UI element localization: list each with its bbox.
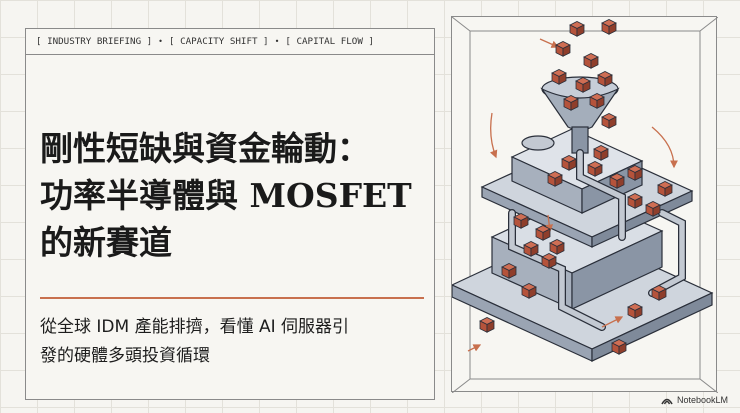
cube [535, 225, 551, 241]
illustration-panel [451, 16, 718, 393]
cube [563, 95, 579, 111]
cube [587, 161, 603, 177]
watermark-text: NotebookLM [676, 395, 728, 405]
tag-row: [ INDUSTRY BRIEFING ] • [ CAPACITY SHIFT… [26, 29, 434, 55]
cube [561, 155, 577, 171]
cube [555, 41, 571, 57]
subtitle-line-1: 從全球 IDM 產能排擠，看懂 AI 伺服器引 [40, 317, 350, 337]
cube [601, 19, 617, 35]
cube [513, 213, 529, 229]
cube-group [479, 19, 673, 355]
cube [479, 317, 495, 333]
notebooklm-watermark: NotebookLM [661, 393, 728, 407]
text-panel: [ INDUSTRY BRIEFING ] • [ CAPACITY SHIFT… [25, 28, 435, 400]
page-title: 剛性短缺與資金輪動： 功率半導體與 MOSFET 的新賽道 [40, 125, 430, 266]
cube [589, 93, 605, 109]
tag-separator: • [274, 37, 280, 46]
notebooklm-logo-icon [661, 398, 673, 405]
cube [611, 339, 627, 355]
cube [593, 145, 609, 161]
tag-separator: • [158, 37, 163, 46]
cube [583, 53, 599, 69]
flow-arrows [467, 38, 678, 352]
cube [657, 181, 673, 197]
cube [651, 285, 667, 301]
cube [551, 69, 567, 85]
perspective-frame [452, 17, 718, 393]
tag-capacity-shift: [ CAPACITY SHIFT ] [169, 36, 269, 47]
cube [541, 253, 557, 269]
cube [521, 283, 537, 299]
tag-industry-briefing: [ INDUSTRY BRIEFING ] [36, 36, 153, 47]
cube [569, 21, 585, 37]
cube [627, 165, 643, 181]
cube [627, 193, 643, 209]
cube [523, 241, 539, 257]
cube [597, 71, 613, 87]
title-line-3: 的新賽道 [40, 223, 172, 262]
subtitle-line-2: 發的硬體多頭投資循環 [40, 346, 210, 366]
cube [501, 263, 517, 279]
subtitle: 從全球 IDM 產能排擠，看懂 AI 伺服器引 發的硬體多頭投資循環 [40, 313, 432, 371]
title-line-1: 剛性短缺與資金輪動： [40, 129, 370, 168]
accent-divider [40, 297, 424, 299]
cube [601, 113, 617, 129]
tag-capital-flow: [ CAPITAL FLOW ] [285, 36, 374, 47]
cube [609, 173, 625, 189]
title-line-2: 功率半導體與 MOSFET [40, 176, 412, 215]
cube [549, 239, 565, 255]
pipes [508, 149, 686, 331]
cube [645, 201, 661, 217]
cube [627, 303, 643, 319]
machine-illustration [452, 17, 718, 393]
cube [547, 171, 563, 187]
cube [575, 77, 591, 93]
